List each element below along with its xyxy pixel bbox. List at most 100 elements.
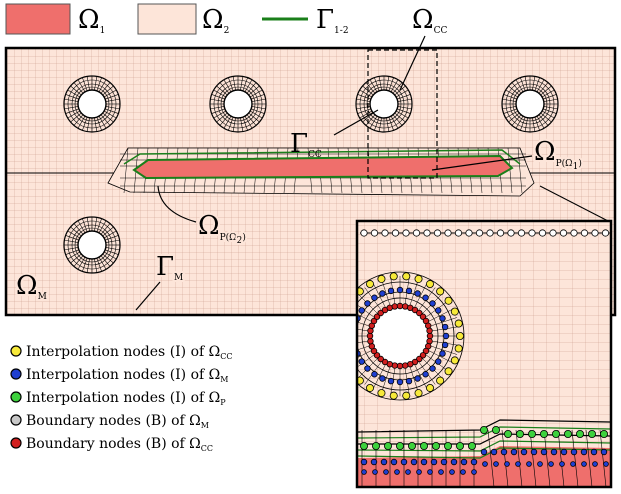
node-legend-label: Interpolation nodes (I) of ΩP — [26, 390, 226, 407]
node-marker — [591, 229, 599, 237]
node-marker — [449, 469, 455, 475]
node-marker — [430, 458, 438, 466]
node-marker — [358, 358, 365, 365]
node-marker — [588, 429, 597, 438]
node-marker — [387, 287, 395, 295]
node-marker — [528, 229, 536, 237]
node-marker — [396, 362, 404, 370]
node-marker — [570, 448, 578, 456]
arrow-omega-p2 — [157, 185, 197, 223]
node-marker — [526, 461, 532, 467]
node-marker — [396, 302, 404, 310]
node-marker — [581, 461, 587, 467]
node-marker — [419, 313, 427, 320]
node-marker — [537, 461, 543, 467]
node-marker — [570, 461, 576, 467]
node-marker — [455, 441, 464, 450]
node-marker — [364, 365, 371, 372]
node-marker — [491, 425, 500, 434]
legend-omega2-label: Ω2 — [202, 5, 229, 36]
node-marker — [442, 332, 450, 340]
node-legend-label: Boundary nodes (B) of ΩCC — [26, 436, 213, 453]
node-marker — [360, 458, 368, 466]
node-marker — [395, 441, 404, 450]
node-marker — [396, 286, 404, 294]
node-marker — [515, 461, 521, 467]
legend-top: Ω1 Ω2 Γ1-2 ΩCC — [5, 3, 447, 36]
node-legend-label: Boundary nodes (B) of ΩM — [26, 413, 209, 430]
node-marker — [580, 229, 589, 237]
node-marker — [396, 378, 404, 386]
node-marker — [381, 358, 389, 366]
node-marker — [460, 469, 466, 475]
node-marker — [414, 274, 423, 283]
hole-ring — [63, 216, 121, 274]
node-marker — [520, 448, 528, 456]
node-marker — [377, 274, 386, 283]
node-marker — [440, 458, 448, 466]
node-marker — [361, 469, 367, 475]
node-marker — [342, 357, 349, 364]
node-marker — [510, 448, 518, 456]
node-marker — [576, 429, 585, 438]
node-legend-label: Interpolation nodes (I) of ΩCC — [26, 344, 233, 361]
node-marker — [419, 441, 428, 450]
node-marker — [405, 377, 413, 385]
inset-frame — [355, 219, 613, 489]
node-marker — [358, 376, 364, 385]
node-marker — [550, 448, 558, 456]
node-marker — [601, 229, 610, 237]
label-gamma-cc: ΓCC — [290, 129, 322, 160]
node-marker — [389, 391, 398, 400]
node-marker — [405, 287, 413, 295]
node-marker — [559, 229, 568, 237]
main-labels: ΓCC ΩP(Ω1) ΩP(Ω2) ΩM ΓM — [14, 35, 584, 311]
node-marker — [490, 448, 498, 456]
zoom-box — [367, 49, 438, 179]
node-marker — [564, 429, 573, 438]
node-legend-marker — [10, 345, 22, 357]
node-marker — [379, 375, 386, 382]
node-marker — [364, 300, 371, 307]
zoom-connector — [539, 185, 611, 223]
node-marker — [471, 469, 477, 475]
node-marker — [370, 458, 378, 466]
node-marker — [371, 441, 380, 450]
node-marker — [570, 229, 578, 237]
label-omega-p1: ΩP(Ω1) — [534, 137, 582, 172]
node-marker — [394, 469, 400, 475]
node-marker — [580, 448, 588, 456]
node-marker — [465, 229, 473, 237]
node-marker — [436, 376, 445, 385]
hole-ring — [63, 75, 121, 133]
node-legend-marker — [10, 437, 22, 449]
node-marker — [559, 461, 565, 467]
node-legend-label: Interpolation nodes (I) of ΩM — [26, 367, 228, 384]
node-marker — [560, 448, 568, 456]
node-marker — [552, 429, 561, 438]
node-marker — [411, 306, 419, 314]
node-marker — [425, 280, 434, 289]
node-marker — [496, 229, 505, 237]
node-marker — [600, 448, 608, 456]
node-marker — [387, 377, 395, 385]
node-marker — [454, 319, 463, 328]
node-marker — [444, 296, 453, 305]
node-marker — [391, 303, 398, 310]
label-omega-p2: ΩP(Ω2) — [198, 211, 246, 246]
node-marker — [422, 294, 429, 301]
node-marker — [405, 469, 411, 475]
node-marker — [422, 371, 429, 378]
node-marker — [383, 469, 389, 475]
node-marker — [402, 362, 409, 369]
node-marker — [528, 429, 537, 438]
node-marker — [444, 229, 452, 237]
node-marker — [371, 294, 378, 301]
node-marker — [366, 332, 374, 340]
node-marker — [475, 229, 484, 237]
arrow-gamma-cc — [333, 109, 379, 136]
node-marker — [429, 365, 436, 372]
node-marker — [402, 229, 410, 237]
node-legend-marker — [10, 391, 22, 403]
